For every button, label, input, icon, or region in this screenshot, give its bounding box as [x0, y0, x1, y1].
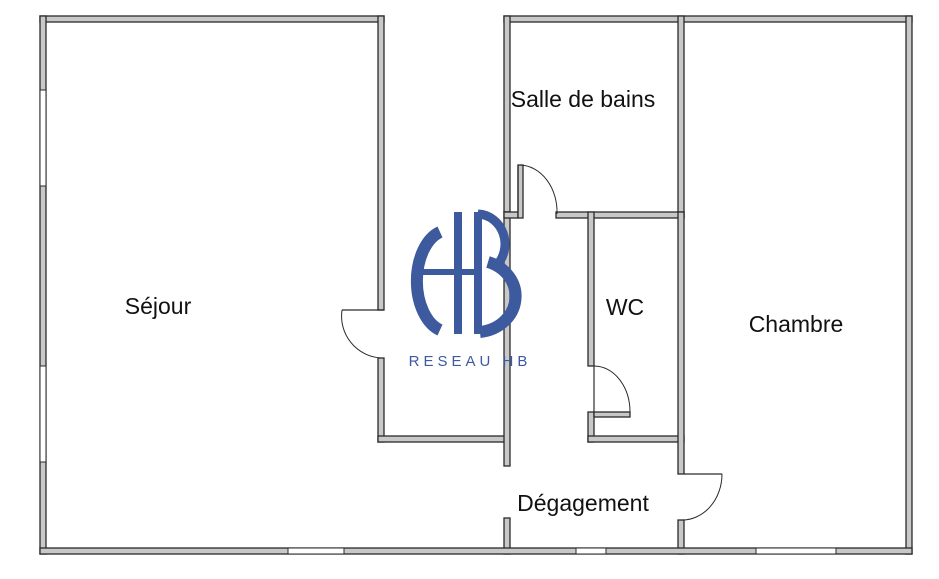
- window-bottom-3: [755, 547, 837, 555]
- window-bottom-2: [575, 547, 607, 555]
- wall-sejour-top: [39, 15, 385, 23]
- room-labels: Séjour Salle de bains WC Chambre Dégagem…: [125, 86, 844, 516]
- logo: RESEAU HB: [409, 209, 532, 370]
- windows: [39, 89, 837, 555]
- walls: [39, 15, 913, 555]
- wall-sdb-bottom-right: [555, 211, 685, 219]
- wall-wc-left-upper: [587, 211, 595, 367]
- room-label-degagement: Dégagement: [517, 490, 649, 516]
- window-bottom-1: [287, 547, 345, 555]
- window-left-2: [39, 365, 47, 463]
- doors: [341, 164, 723, 521]
- room-label-sejour: Séjour: [125, 293, 192, 319]
- wall-corridor-left-upper: [503, 15, 511, 213]
- wall-sdb-door-jamb: [517, 164, 524, 219]
- room-label-salle-de-bains: Salle de bains: [511, 86, 656, 112]
- wall-sdb-bottom-left: [503, 211, 519, 219]
- room-label-chambre: Chambre: [749, 311, 844, 337]
- wall-wc-bottom: [587, 435, 685, 443]
- door-sejour: [341, 309, 384, 359]
- wall-sejour-right-lower: [377, 357, 385, 443]
- wall-wc-door-jamb: [593, 411, 631, 418]
- room-label-wc: WC: [606, 294, 644, 320]
- wall-sdb-chambre: [677, 15, 685, 219]
- wall-chambre-left-upper: [677, 211, 685, 475]
- logo-text: RESEAU HB: [409, 353, 532, 370]
- wall-right-top: [503, 15, 913, 23]
- door-wc: [593, 365, 631, 413]
- wall-sejour-right-upper: [377, 15, 385, 311]
- wall-bottom: [39, 547, 913, 555]
- hb-monogram-icon: [410, 209, 522, 338]
- wall-right-outer: [905, 15, 913, 555]
- wall-sejour-inner-bottom: [377, 435, 509, 443]
- door-chambre: [680, 473, 723, 521]
- door-salle-de-bains: [517, 164, 558, 215]
- window-left-1: [39, 89, 47, 187]
